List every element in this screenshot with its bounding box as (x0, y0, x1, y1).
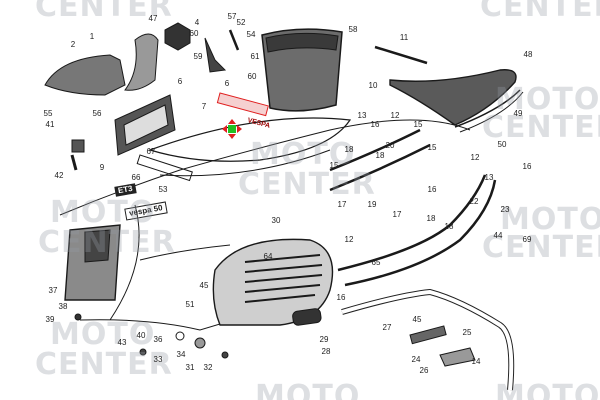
callout-number: 39 (45, 315, 55, 324)
watermark-text: CENTER (480, 0, 600, 24)
callout-number: 53 (158, 185, 168, 194)
callout-number: 36 (153, 335, 163, 344)
callout-number: 58 (348, 25, 358, 34)
callout-number: 15 (329, 161, 339, 170)
callout-number: 57 (227, 12, 237, 21)
callout-number: 34 (176, 350, 186, 359)
callout-number: 61 (250, 52, 260, 61)
watermark-text: MOTO (255, 379, 361, 400)
callout-number: 52 (236, 18, 246, 27)
watermark-text: CENTER (482, 230, 600, 265)
callout-number: 16 (427, 185, 437, 194)
watermark-text: MOTO (50, 195, 156, 230)
callout-number: 9 (99, 163, 105, 172)
callout-number: 29 (319, 335, 329, 344)
callout-number: 42 (54, 171, 64, 180)
callout-number: 45 (199, 281, 209, 290)
callout-number: 67 (146, 147, 156, 156)
callout-number: 66 (131, 173, 141, 182)
callout-number: 59 (193, 52, 203, 61)
callout-number: 16 (522, 162, 532, 171)
callout-number: 15 (413, 120, 423, 129)
watermark-text: MOTO (495, 379, 600, 400)
callout-number: 60 (189, 29, 199, 38)
callout-number: 14 (471, 357, 481, 366)
watermark-text: CENTER (35, 347, 173, 382)
callout-number: 6 (224, 79, 230, 88)
callout-number: 38 (58, 302, 68, 311)
callout-number: 65 (371, 258, 381, 267)
callout-number: 12 (470, 153, 480, 162)
callout-number: 18 (375, 151, 385, 160)
seat (389, 69, 517, 126)
callout-number: 17 (392, 210, 402, 219)
callout-number: 19 (367, 200, 377, 209)
watermark-text: MOTO (250, 137, 356, 172)
callout-number: 30 (271, 216, 281, 225)
callout-number: 33 (153, 355, 163, 364)
callout-number: 40 (136, 331, 146, 340)
callout-number: 55 (43, 109, 53, 118)
callout-number: 54 (246, 30, 256, 39)
callout-number: 32 (203, 363, 213, 372)
move-cursor-icon (222, 119, 242, 139)
callout-number: 2 (70, 40, 76, 49)
callout-number: 11 (399, 33, 409, 42)
callout-number: 23 (500, 205, 510, 214)
callout-number: 26 (419, 366, 429, 375)
callout-number: 25 (462, 328, 472, 337)
callout-number: 18 (444, 222, 454, 231)
spring (374, 45, 428, 65)
watermark-text: CENTER (482, 110, 600, 145)
callout-number: 4 (194, 18, 200, 27)
callout-number: 37 (48, 286, 58, 295)
floor-rails (329, 128, 497, 287)
watermark-text: MOTO (50, 317, 156, 352)
callout-number: 1 (89, 32, 95, 41)
callout-number: 48 (523, 50, 533, 59)
callout-number: 7 (201, 102, 207, 111)
callout-number: 51 (185, 300, 195, 309)
cover-louvres (244, 254, 323, 303)
callout-number: 22 (469, 197, 479, 206)
callout-number: 45 (412, 315, 422, 324)
callout-number: 24 (411, 355, 421, 364)
callout-number: 12 (344, 235, 354, 244)
callout-number: 15 (427, 143, 437, 152)
watermark-text: CENTER (38, 225, 176, 260)
callout-number: 13 (357, 111, 367, 120)
callout-number: 27 (382, 323, 392, 332)
callout-number: 56 (92, 109, 102, 118)
callout-number: 41 (45, 120, 55, 129)
callout-number: 69 (522, 235, 532, 244)
callout-number: 13 (484, 173, 494, 182)
horn-cover (44, 54, 126, 96)
callout-number: 31 (185, 363, 195, 372)
callout-number: 44 (493, 231, 503, 240)
callout-number: 10 (368, 81, 378, 90)
callout-number: 28 (321, 347, 331, 356)
callout-number: 12 (390, 111, 400, 120)
callout-number: 64 (263, 252, 273, 261)
watermark-text: MOTO (500, 202, 600, 237)
callout-number: 60 (247, 72, 257, 81)
callout-number: 50 (497, 140, 507, 149)
callout-number: 18 (344, 145, 354, 154)
watermark-text: MOTO (495, 82, 600, 117)
callout-number: 17 (337, 200, 347, 209)
callout-number: 6 (177, 77, 183, 86)
piaggio-emblem (164, 22, 191, 51)
callout-number: 43 (117, 338, 127, 347)
watermark-text: CENTER (35, 0, 173, 24)
callout-number: 16 (336, 293, 346, 302)
callout-number: 20 (385, 141, 395, 150)
callout-number: 47 (148, 14, 158, 23)
callout-number: 49 (513, 109, 523, 118)
callout-number: 16 (370, 120, 380, 129)
callout-number: 18 (426, 214, 436, 223)
engine-side-cover (212, 238, 334, 326)
watermark-text: CENTER (238, 167, 376, 202)
